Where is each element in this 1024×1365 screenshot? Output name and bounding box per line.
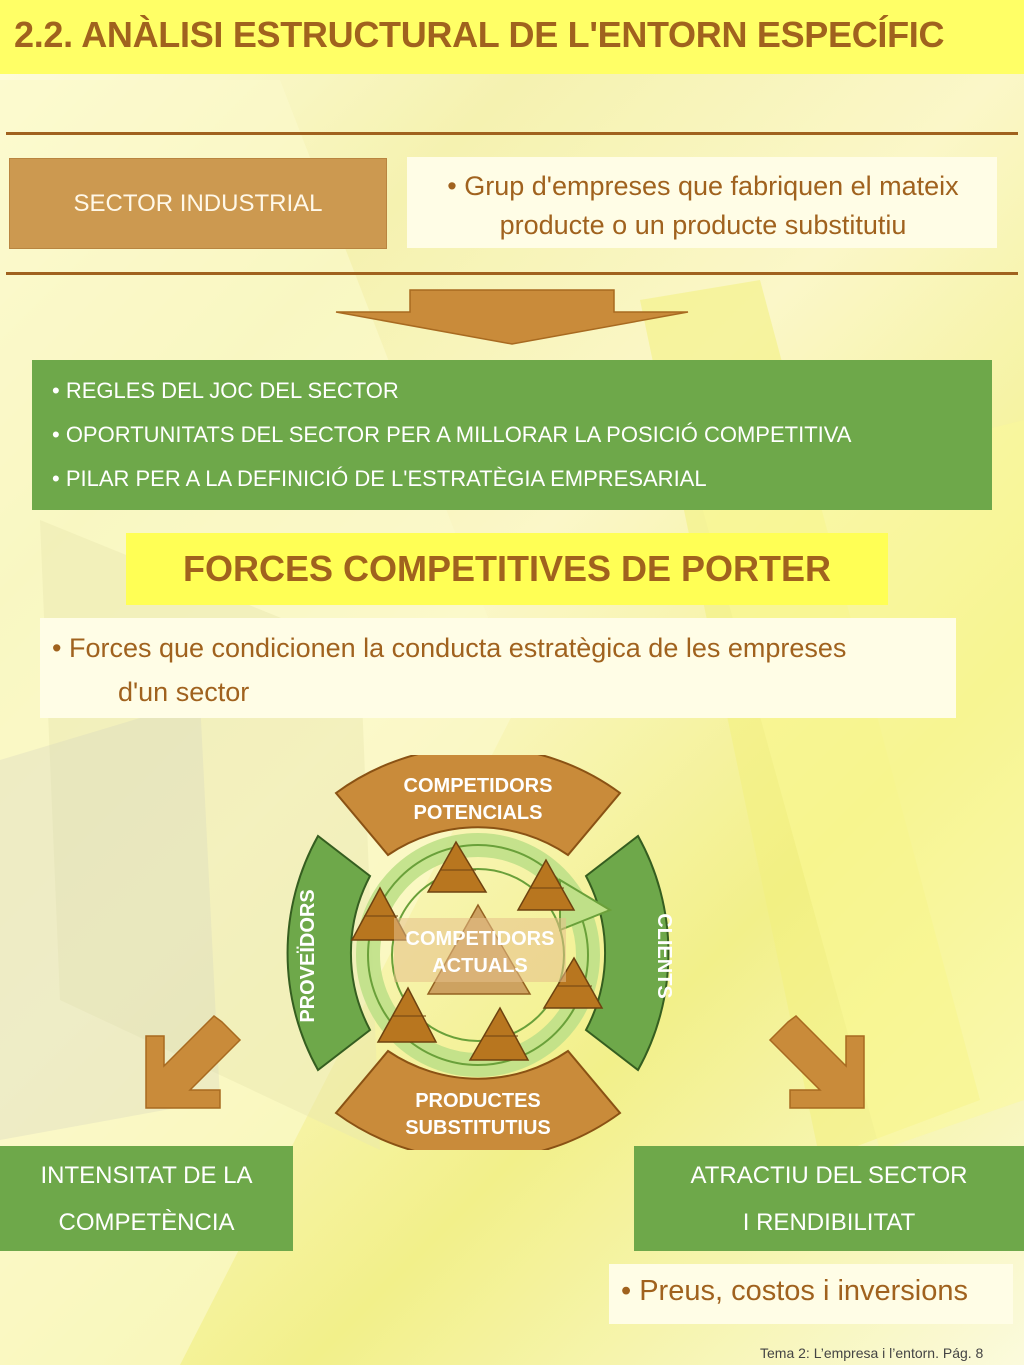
bottom-label-line1: PRODUCTES — [415, 1090, 541, 1112]
competition-intensity-box: INTENSITAT DE LA COMPETÈNCIA — [0, 1146, 293, 1251]
title-bar — [0, 0, 1024, 74]
sector-definition-box: • Grup d'empreses que fabriquen el matei… — [407, 157, 997, 248]
top-label-line1: COMPETIDORS — [404, 775, 553, 797]
porter-title-box: FORCES COMPETITIVES DE PORTER — [126, 533, 888, 605]
pyramid-icon — [426, 840, 488, 893]
right-label: CLIENTS — [653, 913, 675, 999]
arrow-down-icon — [335, 289, 689, 345]
factors-text: • Preus, costos i inversions — [621, 1275, 969, 1307]
pyramid-icon — [516, 858, 576, 911]
arrow-down-right-icon — [768, 1015, 865, 1109]
pyramid-icon — [376, 986, 438, 1043]
porter-title: FORCES COMPETITIVES DE PORTER — [182, 548, 832, 589]
divider-top — [6, 132, 1018, 135]
segment-suppliers — [286, 834, 372, 1072]
pyramid-icon — [542, 956, 604, 1009]
left-label: PROVEÏDORS — [296, 889, 319, 1022]
importance-item: • OPORTUNITATS DEL SECTOR PER A MILLORAR… — [52, 422, 852, 447]
five-forces-diagram: COMPETIDORS POTENCIALS PRODUCTES SUBSTIT… — [286, 755, 675, 1150]
attractiveness-line2: I RENDIBILITAT — [742, 1209, 916, 1236]
pyramid-icon — [468, 1006, 530, 1061]
circular-arrow-icon — [356, 833, 613, 1077]
factors-box: • Preus, costos i inversions — [609, 1264, 1013, 1324]
divider-bottom — [6, 272, 1018, 275]
top-label-line2: POTENCIALS — [414, 802, 543, 824]
porter-desc-line1: • Forces que condicionen la conducta est… — [52, 633, 847, 663]
sector-importance-box: • REGLES DEL JOC DEL SECTOR • OPORTUNITA… — [32, 360, 992, 510]
competition-line2: COMPETÈNCIA — [58, 1209, 235, 1236]
importance-item: • PILAR PER A LA DEFINICIÓ DE L'ESTRATÈG… — [52, 466, 707, 491]
sector-definition-line1: • Grup d'empreses que fabriquen el matei… — [447, 171, 959, 201]
sector-definition-line2: producte o un producte substitutiu — [499, 210, 907, 240]
bottom-label-line2: SUBSTITUTIUS — [405, 1117, 551, 1139]
page-title: 2.2. ANÀLISI ESTRUCTURAL DE L'ENTORN ESP… — [14, 14, 945, 55]
sector-attractiveness-box: ATRACTIU DEL SECTOR I RENDIBILITAT — [634, 1146, 1024, 1251]
footer: Tema 2: L’empresa i l’entorn. Pág. 8 — [760, 1345, 984, 1361]
segment-substitute-products — [334, 1049, 622, 1150]
sector-label: SECTOR INDUSTRIAL — [73, 189, 323, 217]
arrow-down-left-icon — [145, 1015, 242, 1109]
center-label-line1: COMPETIDORS — [406, 928, 555, 950]
porter-description-box: • Forces que condicionen la conducta est… — [40, 618, 956, 718]
competition-line1: INTENSITAT DE LA — [40, 1162, 253, 1189]
attractiveness-line1: ATRACTIU DEL SECTOR — [690, 1162, 968, 1189]
center-label-backdrop — [394, 918, 566, 982]
center-label-line2: ACTUALS — [432, 955, 528, 977]
porter-desc-line2: d'un sector — [118, 677, 250, 707]
importance-item: • REGLES DEL JOC DEL SECTOR — [52, 378, 399, 403]
segment-clients — [584, 834, 670, 1072]
segment-potential-competitors — [334, 755, 622, 857]
sector-label-box: SECTOR INDUSTRIAL — [9, 158, 387, 249]
